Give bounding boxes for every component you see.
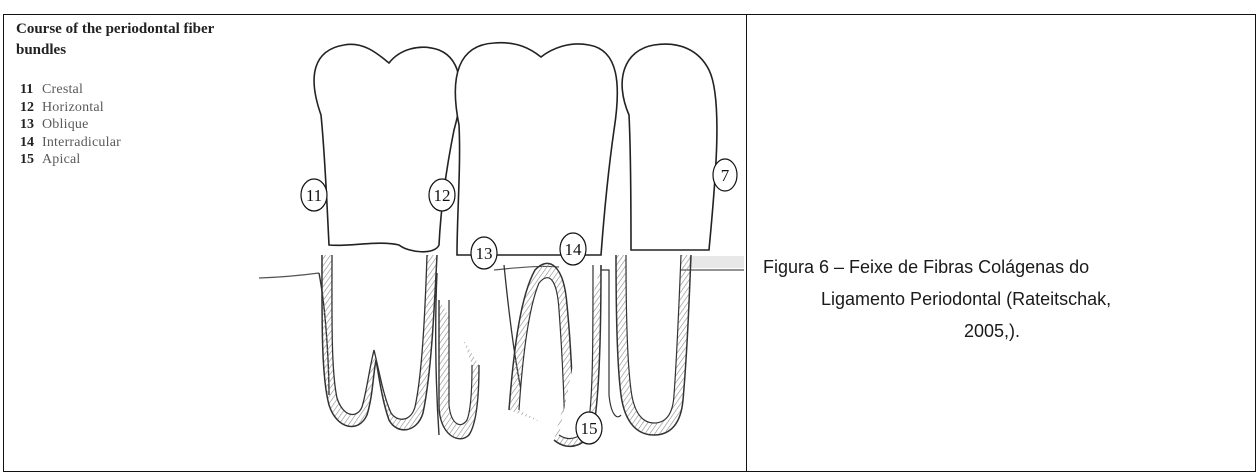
canine-tooth xyxy=(601,44,717,435)
svg-text:14: 14 xyxy=(565,240,583,259)
legend-title: Course of the periodontal fiber bundles xyxy=(16,19,241,61)
legend-number: 12 xyxy=(20,99,42,117)
callout-7: 7 xyxy=(713,159,737,191)
tooth-illustration: 11 12 13 14 15 xyxy=(259,15,744,471)
callout-13: 13 xyxy=(471,237,497,269)
svg-text:15: 15 xyxy=(581,419,598,438)
figure-caption: Figura 6 – Feixe de Fibras Colágenas do … xyxy=(747,251,1255,347)
legend-number: 13 xyxy=(20,116,42,134)
legend-number: 14 xyxy=(20,134,42,152)
caption-cell: Figura 6 – Feixe de Fibras Colágenas do … xyxy=(747,15,1255,471)
legend-label: Interradicular xyxy=(42,135,121,150)
caption-line: 2005,). xyxy=(964,315,1255,347)
svg-text:13: 13 xyxy=(476,244,493,263)
legend-number: 11 xyxy=(20,81,42,99)
callout-12: 12 xyxy=(429,179,455,211)
caption-line: Ligamento Periodontal (Rateitschak, xyxy=(821,283,1255,315)
caption-line: Figura 6 – Feixe de Fibras Colágenas do xyxy=(763,251,1255,283)
legend-label: Apical xyxy=(42,152,81,167)
legend-label: Horizontal xyxy=(42,100,104,115)
svg-text:11: 11 xyxy=(306,186,322,205)
legend-number: 15 xyxy=(20,151,42,169)
legend-label: Crestal xyxy=(42,82,83,97)
callout-15: 15 xyxy=(576,412,602,444)
figure-table: Course of the periodontal fiber bundles … xyxy=(3,14,1256,472)
svg-text:7: 7 xyxy=(721,166,730,185)
tooth-diagram: 11 12 13 14 15 xyxy=(259,15,744,471)
callout-11: 11 xyxy=(301,179,327,211)
figure-cell: Course of the periodontal fiber bundles … xyxy=(4,15,746,471)
svg-text:12: 12 xyxy=(434,186,451,205)
premolar-tooth xyxy=(439,43,617,447)
callout-14: 14 xyxy=(560,233,586,265)
legend-label: Oblique xyxy=(42,117,89,132)
